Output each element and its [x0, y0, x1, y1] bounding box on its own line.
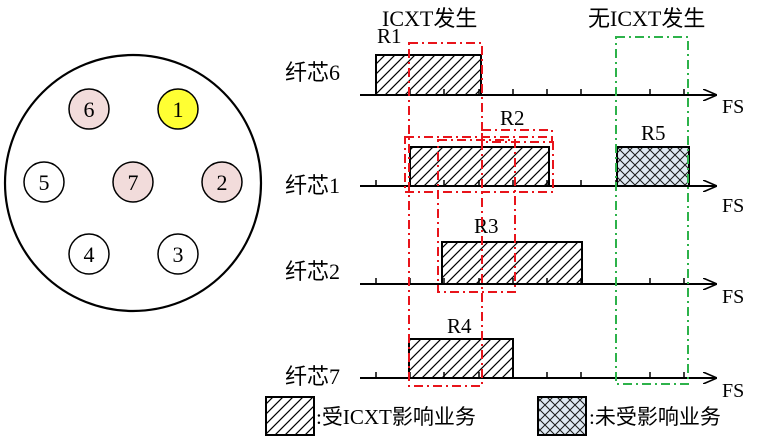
- core-circle: [68, 233, 110, 275]
- axis-label: FS: [722, 286, 744, 308]
- fiber-cross-section: 6 1 5 7 2 4 3: [3, 53, 263, 313]
- icxt-r2-label-outline: [481, 129, 553, 143]
- core-label: 6: [84, 97, 95, 122]
- row-core-7: 纤芯7 FS R4: [285, 314, 744, 402]
- request-block-r2: [409, 146, 550, 187]
- request-block-r1: [375, 54, 482, 96]
- row-label: 纤芯7: [285, 364, 340, 389]
- core-label: 1: [173, 97, 184, 122]
- axis-label: FS: [722, 195, 744, 217]
- core-2: 2: [201, 161, 243, 203]
- icxt-overlap-outline: [437, 139, 516, 293]
- core-6: 6: [68, 88, 110, 130]
- core-1: 1: [157, 88, 199, 130]
- core-3: 3: [157, 233, 199, 275]
- core-4: 4: [68, 233, 110, 275]
- core-label: 7: [128, 170, 139, 195]
- legend: :受ICXT影响业务 :未受影响业务: [265, 396, 721, 436]
- core-circle: [23, 161, 65, 203]
- request-label-r2: R2: [500, 106, 525, 130]
- axis-label: FS: [722, 380, 744, 402]
- row-label: 纤芯6: [285, 60, 340, 85]
- row-core-6: 纤芯6 FS R1: [285, 24, 744, 118]
- core-label: 4: [84, 242, 95, 267]
- request-label-r5: R5: [641, 121, 666, 145]
- request-block-r5: [616, 146, 690, 187]
- core-circle: [157, 88, 199, 130]
- row-core-2: 纤芯2 FS R3: [285, 214, 744, 308]
- legend-label-affected: :受ICXT影响业务: [316, 405, 476, 429]
- core-7: 7: [112, 161, 154, 203]
- core-5: 5: [23, 161, 65, 203]
- core-label: 3: [173, 242, 184, 267]
- core-circle: [68, 88, 110, 130]
- core-circle: [201, 161, 243, 203]
- no-icxt-region: [615, 36, 689, 385]
- axis-label: FS: [722, 96, 744, 118]
- request-label-r1: R1: [377, 24, 402, 48]
- legend-swatch-unaffected: [537, 396, 587, 436]
- legend-swatch-affected: [265, 396, 315, 436]
- core-label: 2: [217, 170, 228, 195]
- request-label-r3: R3: [474, 214, 499, 238]
- request-block-r4: [408, 338, 514, 379]
- header-icxt-occurs: ICXT发生: [382, 6, 477, 31]
- header-no-icxt: 无ICXT发生: [588, 6, 705, 31]
- icxt-column-outline: [408, 42, 483, 387]
- row-label: 纤芯2: [285, 259, 340, 284]
- row-label: 纤芯1: [285, 173, 340, 198]
- legend-label-unaffected: :未受影响业务: [589, 405, 721, 429]
- core-circle: [157, 233, 199, 275]
- icxt-r2-outline: [404, 136, 554, 193]
- core-label: 5: [39, 170, 50, 195]
- core-circle: [112, 161, 154, 203]
- request-block-r3: [441, 241, 583, 285]
- row-core-1: 纤芯1 FS R2 R5: [285, 106, 744, 217]
- icxt-region: [404, 42, 554, 387]
- request-label-r4: R4: [447, 314, 472, 338]
